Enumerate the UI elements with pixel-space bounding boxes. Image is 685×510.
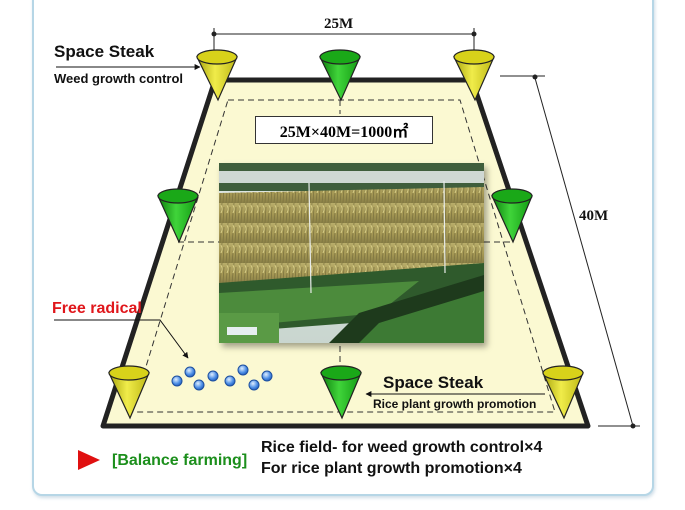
inner-dashed-border xyxy=(131,99,556,413)
rice-field-photo xyxy=(219,163,484,343)
balance-farming-arrow-icon xyxy=(78,450,100,470)
cone-weed-top-left xyxy=(196,49,238,102)
space-steak-weed-title: Space Steak xyxy=(54,42,155,61)
space-steak-rice-title: Space Steak xyxy=(383,373,484,392)
height-dimension-line xyxy=(534,77,634,427)
cone-rice-bottom-middle xyxy=(320,365,362,420)
space-steak-weed-subtitle: Weed growth control xyxy=(54,71,184,86)
height-dim-dot-top xyxy=(532,74,538,80)
area-formula: 25M×40M=1000㎡ xyxy=(279,124,409,141)
cone-weed-bottom-left xyxy=(108,365,150,420)
balance-farming-tag: [Balance farming] xyxy=(112,452,248,469)
width-dim-dot-left xyxy=(211,31,217,37)
height-dim-dot-bottom xyxy=(630,423,636,429)
width-dim-dot-right xyxy=(471,31,477,37)
space-steak-rice-subtitle: Rice plant growth promotion xyxy=(373,397,537,411)
height-dimension-label: 40M xyxy=(579,208,609,224)
free-radical-label: Free radical xyxy=(52,300,142,317)
area-formula-box: 25M×40M=1000㎡ xyxy=(255,116,433,144)
width-dimension-label: 25M xyxy=(324,16,354,32)
footer-line-rice: For rice plant growth promotion×4 xyxy=(261,460,522,477)
free-radical-dots xyxy=(171,364,273,391)
arrow-free-radical xyxy=(54,319,189,359)
cone-weed-bottom-right xyxy=(542,365,584,420)
cone-rice-middle-left xyxy=(157,188,199,244)
cone-rice-top-middle xyxy=(319,49,361,102)
cone-rice-middle-right xyxy=(491,188,533,244)
footer-line-weed: Rice field- for weed growth control×4 xyxy=(261,439,543,456)
cone-weed-top-right xyxy=(453,49,495,102)
